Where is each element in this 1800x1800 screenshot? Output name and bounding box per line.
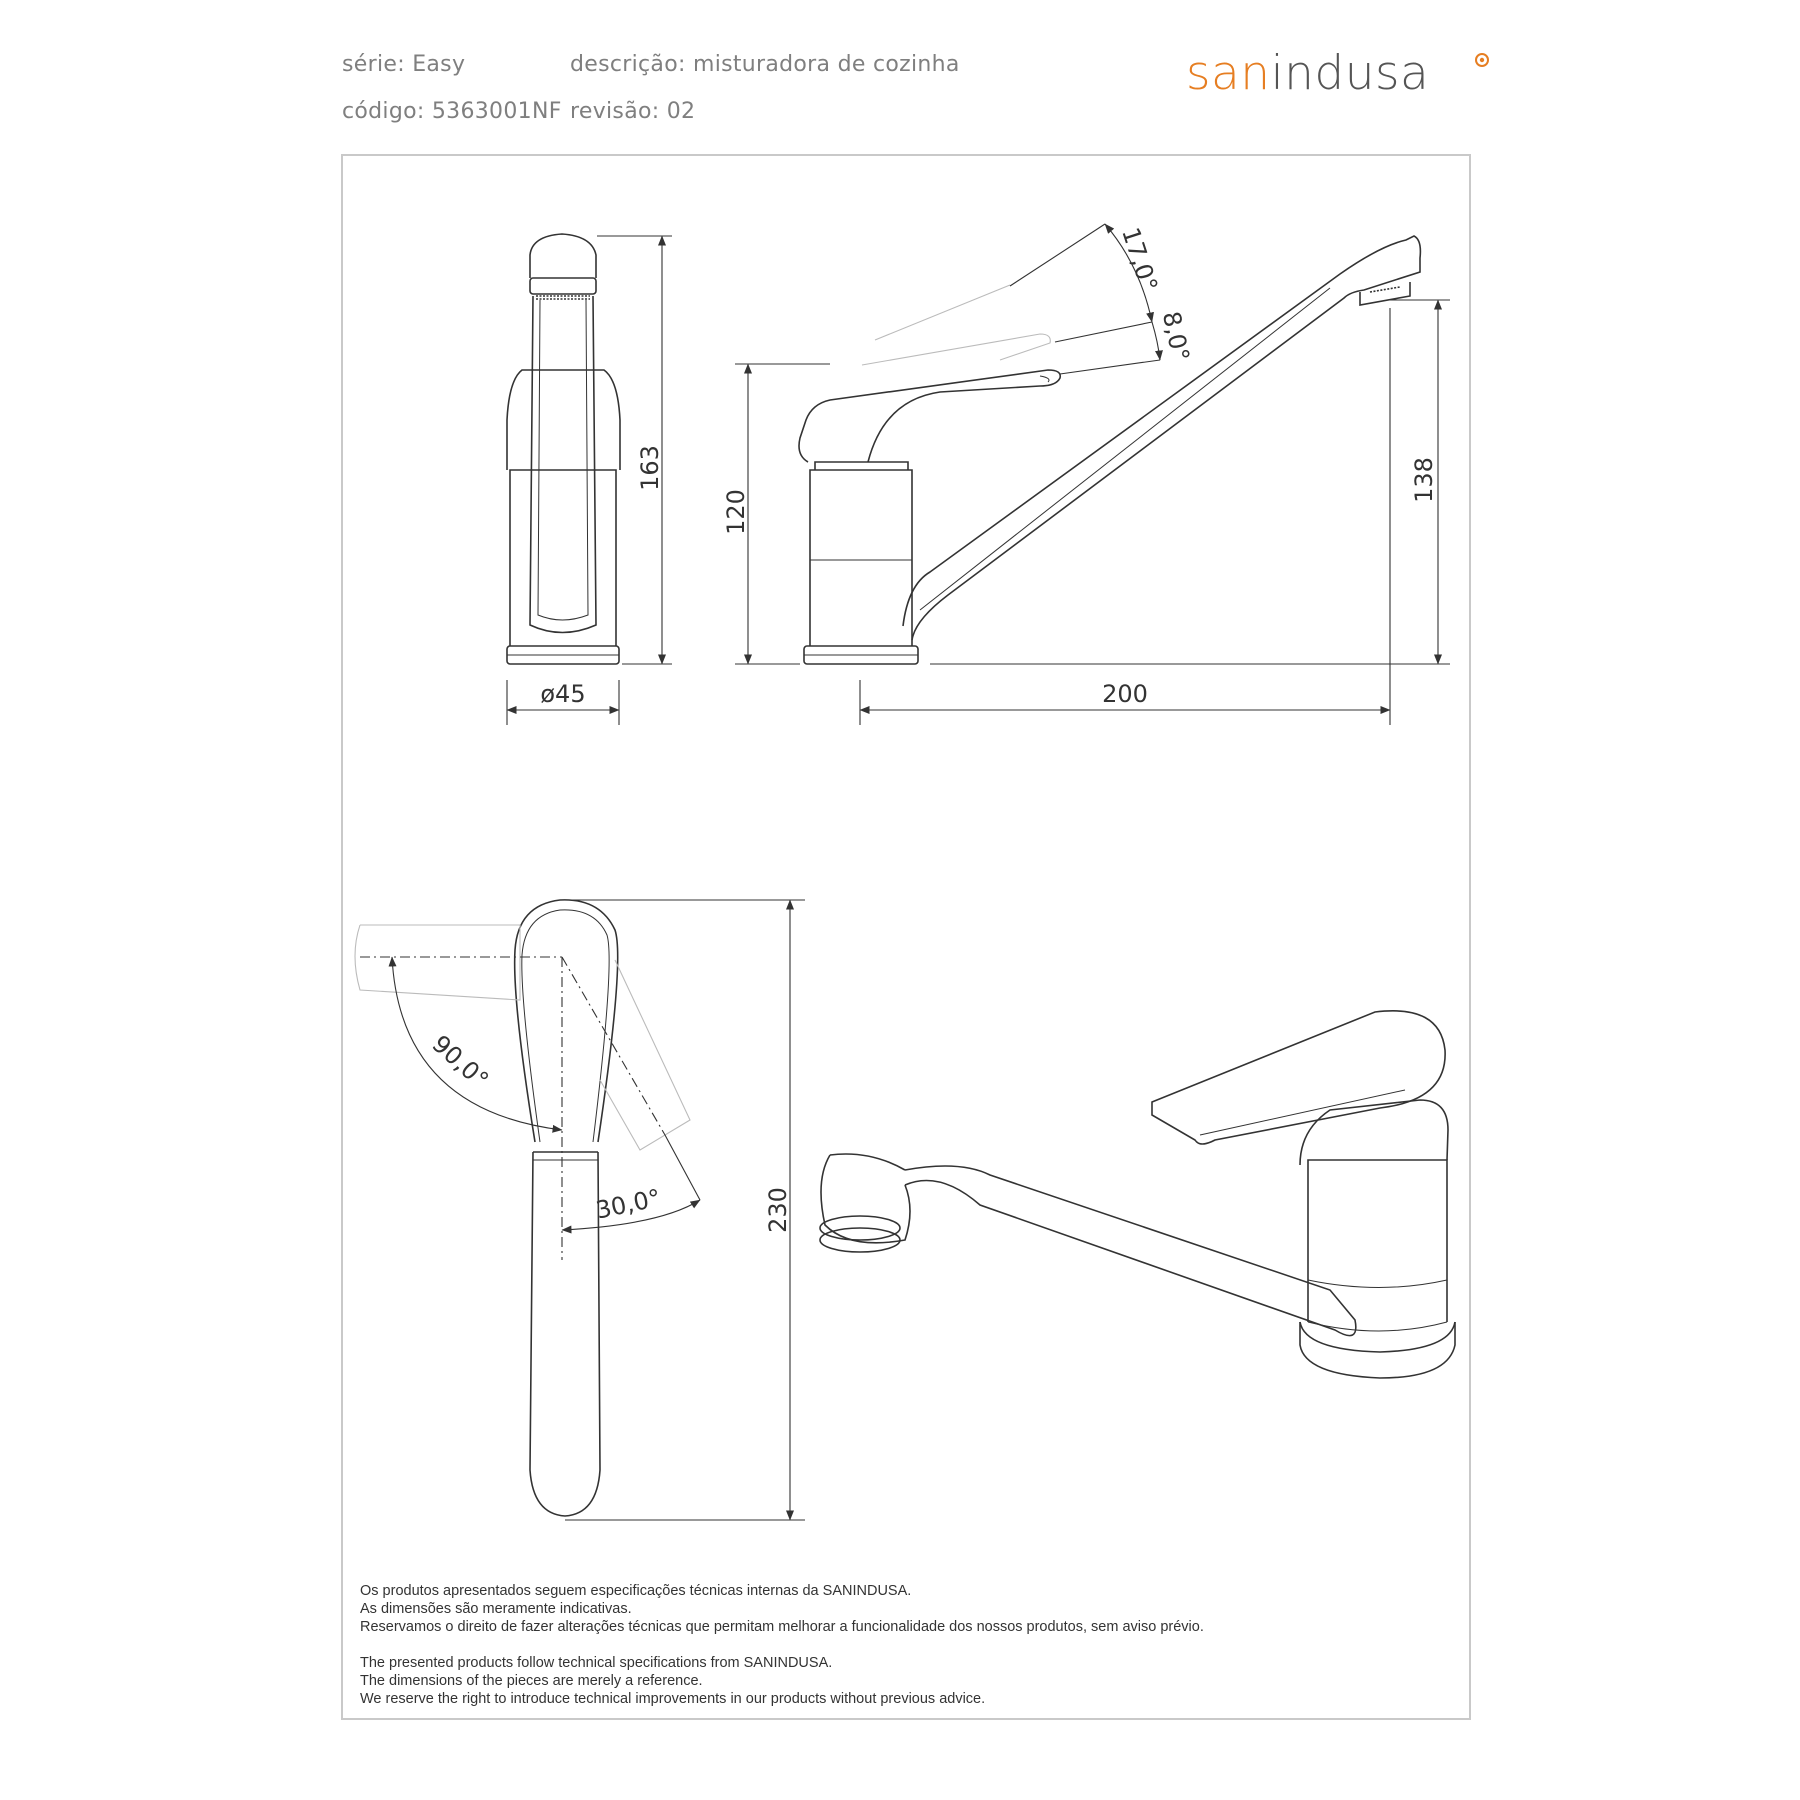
dim-angle-up: 17,0° — [1116, 224, 1163, 295]
descricao-label: descrição: misturadora de cozinha — [570, 52, 960, 77]
note-pt-1: Os produtos apresentados seguem especifi… — [360, 1583, 912, 1599]
note-pt-2: As dimensões são meramente indicativas. — [360, 1601, 632, 1617]
note-en-1: The presented products follow technical … — [360, 1655, 833, 1671]
dim-angle-rotation: 90,0° — [427, 1030, 494, 1095]
dim-diameter: ø45 — [540, 680, 585, 708]
disclaimer-notes: Os produtos apresentados seguem especifi… — [360, 1582, 1204, 1708]
logo-part-indusa: indusa — [1270, 46, 1430, 101]
logo-part-san: san — [1186, 46, 1271, 101]
front-view — [506, 233, 621, 665]
dim-height-lever: 120 — [722, 489, 750, 535]
note-en-2: The dimensions of the pieces are merely … — [360, 1673, 703, 1689]
dim-length-top: 230 — [764, 1187, 792, 1233]
note-pt-3: Reservamos o direito de fazer alterações… — [360, 1619, 1204, 1635]
top-dimensions — [360, 899, 805, 1521]
sanindusa-logo: sanindusa — [1186, 46, 1429, 101]
note-en-3: We reserve the right to introduce techni… — [360, 1691, 986, 1707]
dim-angle-small: 8,0° — [1157, 309, 1195, 364]
front-dimensions — [506, 235, 672, 725]
dim-height-total: 163 — [636, 445, 664, 491]
logo-mark-icon — [1475, 53, 1489, 67]
isometric-view — [819, 1010, 1456, 1379]
dim-spout-reach: 200 — [1102, 680, 1148, 708]
dim-spout-height: 138 — [1410, 457, 1438, 503]
revisao-label: revisão: 02 — [570, 99, 696, 124]
side-view — [798, 235, 1422, 665]
serie-label: série: Easy — [342, 52, 466, 77]
codigo-label: código: 5363001NF — [342, 99, 562, 124]
top-ghosts — [354, 924, 691, 1151]
drawing-frame — [341, 154, 1471, 1720]
side-dimensions — [735, 223, 1450, 725]
